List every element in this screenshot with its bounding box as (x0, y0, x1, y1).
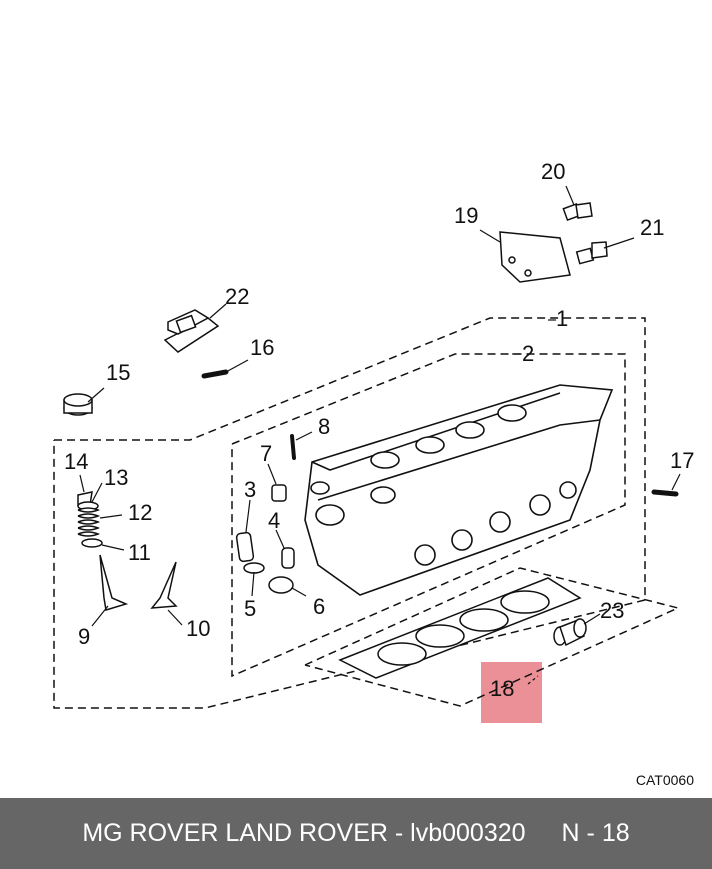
callout-15: 15 (106, 360, 131, 385)
callout-19: 19 (454, 203, 479, 228)
clip-part-22 (163, 309, 220, 353)
callout-3: 3 (244, 477, 257, 502)
seat-part-11 (81, 538, 103, 548)
callout-23: 23 (600, 598, 625, 623)
callout-21: 21 (640, 215, 665, 240)
spring-part-12 (77, 507, 101, 537)
callout-5: 5 (244, 596, 257, 621)
guide-part-3 (235, 531, 255, 563)
footer-page: N - 18 (561, 819, 630, 847)
stud-part-17 (651, 489, 679, 497)
callout-11: 11 (128, 540, 151, 565)
guide-part-4 (281, 547, 295, 569)
valve-part-10 (150, 561, 178, 609)
stud-part-16 (201, 369, 229, 379)
seal-part-7 (271, 484, 287, 502)
bolt-part-8 (290, 434, 296, 460)
callout-13: 13 (104, 465, 129, 490)
cap-part-15 (63, 393, 93, 416)
seal-part-6 (268, 576, 294, 594)
callout-6: 6 (313, 594, 326, 619)
callout-16: 16 (250, 335, 275, 360)
callout-14: 14 (64, 449, 89, 474)
callout-1: 1 (556, 306, 569, 331)
footer-bar: MG ROVER LAND ROVER - lvb000320 N - 18 (0, 798, 712, 869)
dowel-part-23 (553, 618, 587, 647)
callout-2: 2 (522, 341, 535, 366)
cylinder-head-exploded-diagram (53, 185, 681, 709)
cover-plate-part-19 (499, 231, 571, 283)
cylinder-head (304, 384, 614, 596)
head-gasket (338, 577, 582, 679)
callout-20: 20 (541, 159, 566, 184)
washer-part-5 (243, 562, 265, 574)
bolt-part-21 (575, 241, 608, 265)
catalog-reference: CAT0060 (635, 772, 694, 788)
callout-17: 17 (670, 448, 695, 473)
callout-12: 12 (128, 500, 153, 525)
bolt-part-20 (562, 202, 593, 221)
callout-4: 4 (268, 508, 281, 533)
callout-18: 18 (490, 676, 515, 701)
callout-10: 10 (186, 616, 211, 641)
callout-22: 22 (225, 284, 250, 309)
callout-9: 9 (78, 624, 91, 649)
footer-title: MG ROVER LAND ROVER - lvb000320 (82, 819, 526, 847)
valve-part-9 (99, 554, 129, 611)
callout-8: 8 (318, 414, 331, 439)
callout-7: 7 (260, 441, 273, 466)
